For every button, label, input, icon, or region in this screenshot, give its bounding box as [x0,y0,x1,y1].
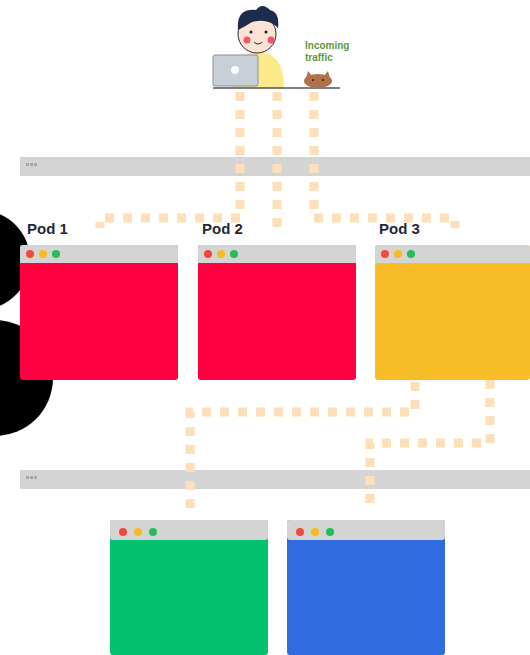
window-dot [381,250,389,258]
title-bar [375,245,530,263]
window-dot [230,250,238,258]
network-bar [20,470,530,489]
pod-label: Pod 1 [20,220,178,237]
pod-window: Pod 1 [20,220,178,380]
pod-body [375,245,530,380]
pod-window: Pod 3 [375,220,530,380]
title-bar [20,245,178,263]
app-window [287,520,445,655]
window-dot [217,250,225,258]
window-dot [52,250,60,258]
title-bar [198,245,356,263]
window-dot [39,250,47,258]
pod-window: Pod 2 [198,220,356,380]
pod-body [20,245,178,380]
pod-label: Pod 3 [375,220,530,237]
pod-label: Pod 2 [198,220,356,237]
window-dot [26,250,34,258]
app-window [110,520,268,655]
window-dot [394,250,402,258]
pod-body [198,245,356,380]
window-dot [407,250,415,258]
window-dot [204,250,212,258]
traffic-label: Incoming traffic [305,40,365,64]
